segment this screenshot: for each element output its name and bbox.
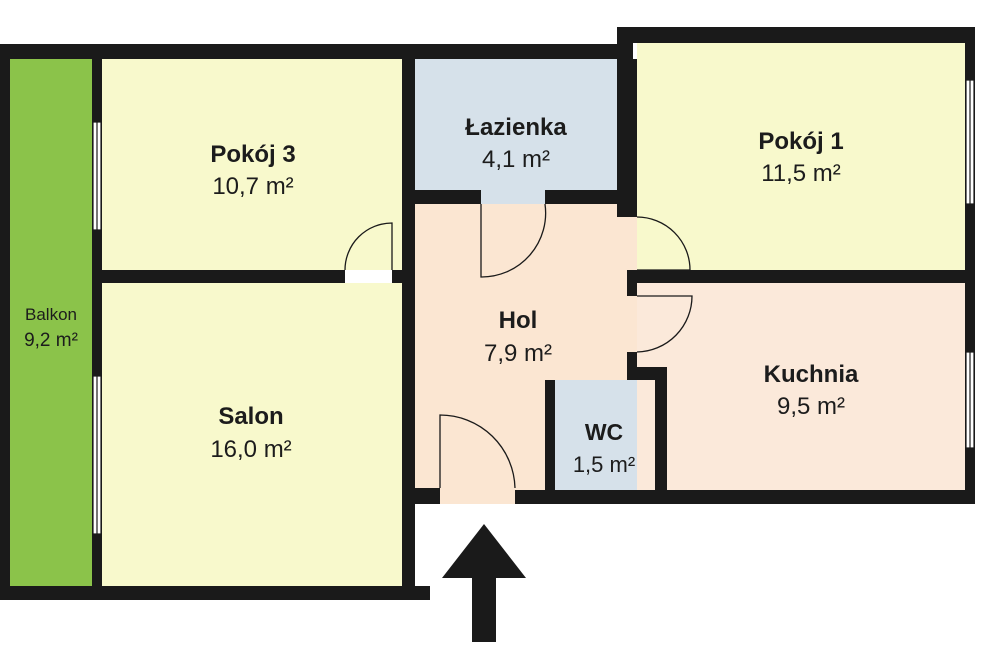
lazienka-label: Łazienka	[465, 114, 567, 141]
wc-area-label: 1,5 m²	[573, 452, 635, 477]
entrance-arrow-icon	[442, 524, 526, 642]
pokoj1-area-label: 11,5 m²	[761, 160, 841, 187]
salon-area	[102, 283, 402, 586]
salon-label: Salon	[218, 403, 283, 430]
door-pokoj3	[344, 222, 393, 271]
pokoj3-area-label: 10,7 m²	[212, 173, 293, 200]
pokoj1-label: Pokój 1	[758, 128, 843, 155]
pokoj3-area	[102, 58, 402, 270]
hol-label: Hol	[499, 307, 538, 334]
pokoj3-label: Pokój 3	[210, 141, 295, 168]
balkon-label: Balkon	[25, 305, 77, 324]
lazienka-area-label: 4,1 m²	[482, 146, 550, 173]
door-swings	[344, 203, 693, 489]
walls	[0, 27, 975, 600]
pokoj1-area	[637, 43, 965, 270]
kuchnia-area	[637, 283, 965, 490]
balkon-area-label: 9,2 m²	[24, 330, 78, 351]
salon-area-label: 16,0 m²	[210, 436, 291, 463]
door-pokoj1	[636, 216, 691, 271]
door-lazienka	[480, 203, 547, 278]
windows	[92, 79, 975, 535]
door-kuchnia	[636, 295, 693, 353]
entrance-gap	[440, 488, 515, 504]
lazienka-area	[415, 58, 617, 204]
wc-label: WC	[585, 419, 623, 445]
kuchnia-area-label: 9,5 m²	[777, 393, 845, 420]
kuchnia-label: Kuchnia	[764, 361, 859, 388]
door-entrance	[439, 414, 516, 489]
hol-area-label: 7,9 m²	[484, 340, 552, 367]
balkon-area	[10, 58, 92, 586]
